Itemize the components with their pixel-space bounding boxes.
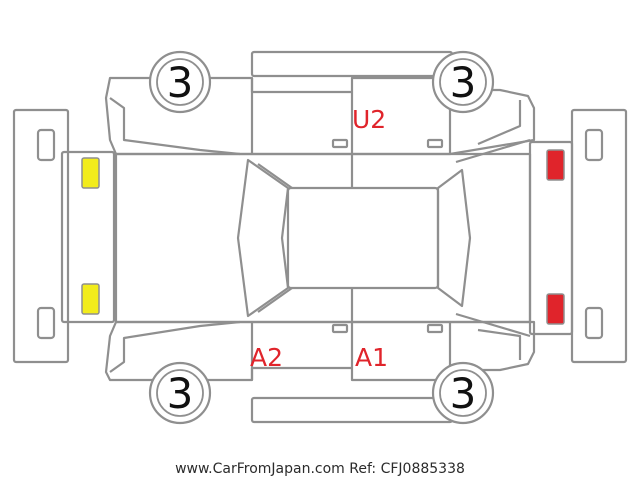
damage-code-bottom-rear-door: A1: [355, 343, 388, 372]
top-down-view: [60, 138, 574, 338]
front-bumper: [12, 108, 70, 364]
bottom-side-view: [104, 320, 536, 382]
tire-rear-top: 3: [431, 50, 495, 114]
tire-rating-rear-left: 3: [450, 58, 477, 107]
damage-code-bottom-front-door: A2: [250, 343, 283, 372]
damage-code-top-door: U2: [352, 105, 386, 134]
front-lamp-top: [81, 157, 100, 189]
tire-front-bottom: 3: [148, 361, 212, 425]
front-lamp-bottom: [81, 283, 100, 315]
tire-front-top: 3: [148, 50, 212, 114]
top-roof-panel: [250, 50, 454, 78]
top-side-view: [104, 76, 536, 156]
footer-reference: www.CarFromJapan.com Ref: CFJ0885338: [175, 461, 465, 477]
bottom-sill-panel: [250, 396, 454, 424]
tire-rating-front-right: 3: [167, 369, 194, 418]
tire-rating-front-left: 3: [167, 58, 194, 107]
tire-rating-rear-right: 3: [450, 369, 477, 418]
rear-lamp-top: [546, 149, 565, 181]
rear-lamp-bottom: [546, 293, 565, 325]
rear-bumper: [570, 108, 628, 364]
tire-rear-bottom: 3: [431, 361, 495, 425]
